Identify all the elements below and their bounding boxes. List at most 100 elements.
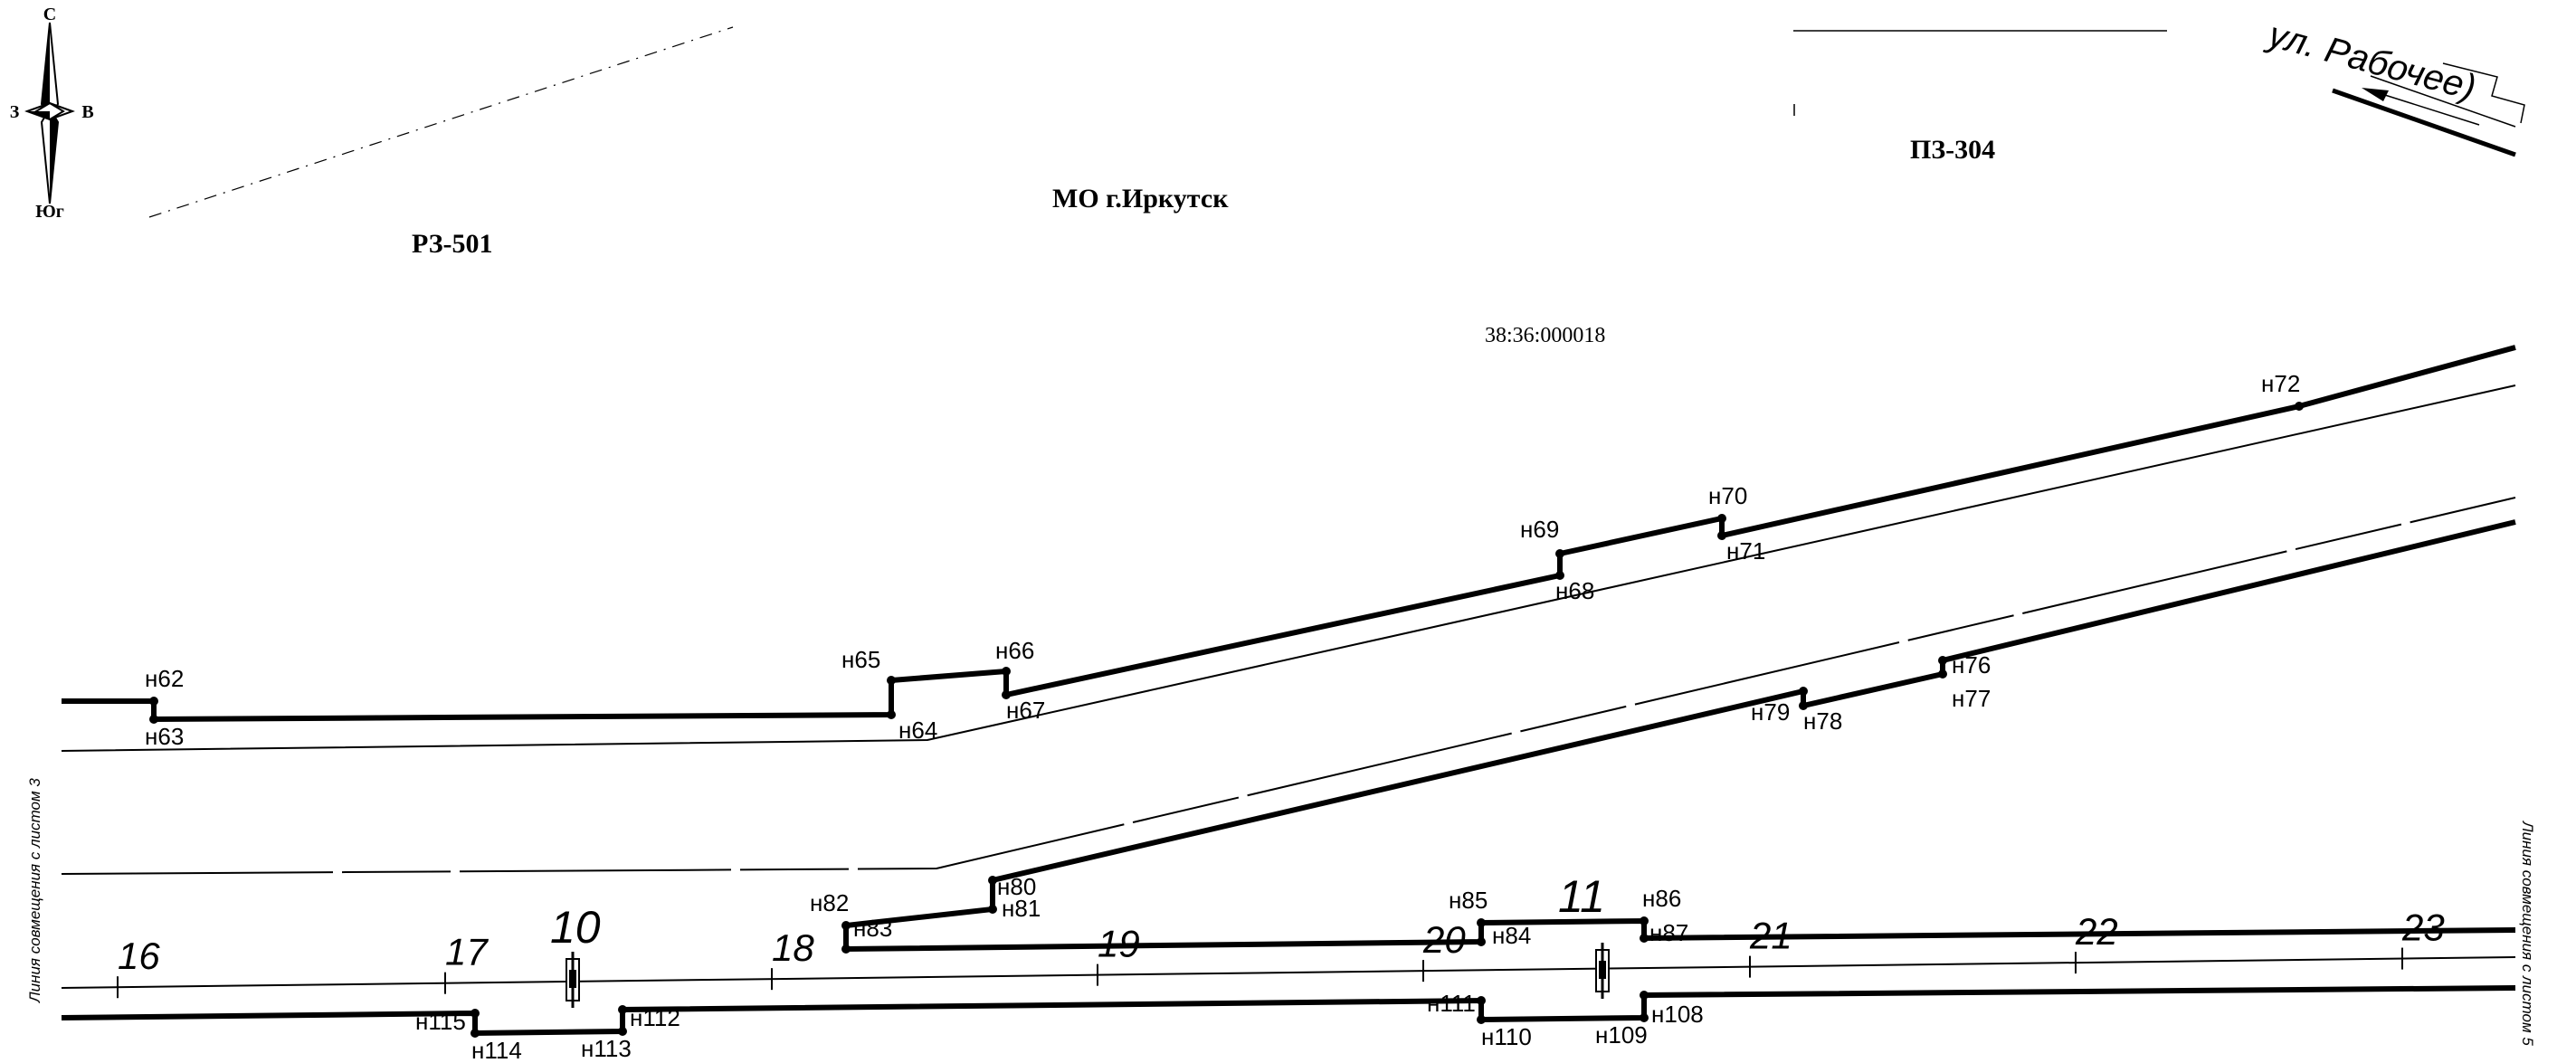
boundary-point-marker [1555,549,1564,558]
boundary-point-label: н76 [1952,651,1991,679]
boundary-point-marker [1477,937,1486,946]
boundary-point-label: н110 [1481,1023,1532,1050]
boundary-point-marker [1477,996,1486,1005]
compass-south-label: Юг [35,202,64,222]
boundary-point-label: н83 [853,915,892,942]
compass-needle-east [34,101,75,121]
boundary-point-label: н109 [1595,1021,1648,1049]
boundary-point-label: н62 [145,665,184,692]
section-marker-10: 10 [550,902,601,1008]
compass-needle-north-fill [42,23,50,118]
picket-label: 21 [1749,915,1792,957]
zone-label-mo: МО г.Иркутск [1052,184,1229,214]
boundary-point-label: н69 [1520,516,1559,543]
boundary-point-marker [471,1009,480,1018]
boundary-point-marker [1002,667,1011,676]
boundary-point-label: н65 [841,646,880,673]
section-marker-core [569,970,576,988]
boundary-point-label: н71 [1726,537,1765,565]
boundary-point-marker [1799,701,1808,710]
section-marker-core [1599,961,1606,979]
boundary-point-marker [1555,571,1564,580]
boundary-point-marker [1640,916,1649,925]
picket-label: 19 [1098,923,1140,965]
boundary-point-label: н72 [2261,370,2300,397]
cadastral-number: 38:36:000018 [1485,324,1605,347]
boundary-point-marker [988,876,997,885]
boundary-point-label: н108 [1651,1001,1704,1028]
boundary-point-label: н63 [145,723,184,750]
boundary-point-marker [841,921,851,930]
boundary-lower [61,985,2516,1037]
picket-label: 18 [772,926,814,969]
boundary-point-marker [1640,934,1649,943]
boundary-point-label: н87 [1649,919,1688,946]
street-arrow-line [2370,90,2480,126]
zone-label-rz: РЗ-501 [412,229,493,259]
boundary-point-label: н115 [415,1008,466,1035]
boundary-point-label: н79 [1751,698,1790,726]
road-edge-upper [61,384,2516,752]
boundary-point-marker [2295,402,2304,411]
compass-needle-west-fill [27,111,50,119]
section-number-10: 10 [550,902,601,953]
boundary-point-label: н67 [1006,697,1045,724]
boundary-point-label: н84 [1492,922,1531,949]
boundary-point-marker [887,710,896,719]
boundary-point-marker [1717,514,1726,523]
boundary-point-label: н78 [1803,707,1842,735]
boundary-point-label: н68 [1555,577,1594,604]
zone-label-pz: ПЗ-304 [1910,135,1995,165]
compass-north-label: С [43,5,56,24]
boundary-point-marker [1799,687,1808,696]
boundary-point-label: н64 [898,717,937,744]
compass-rose: С Юг З В [10,5,94,222]
boundary-point-label: н80 [997,873,1036,900]
boundary-point-marker [1477,918,1486,927]
sheet-join-left-label: Линия совмещения с листом 3 [26,778,43,1003]
boundary-point-label: н113 [581,1035,632,1062]
boundary-point-marker [618,1027,627,1036]
street-edge [2332,88,2516,157]
compass-east-label: В [81,102,93,122]
sheet-join-right-label: Линия совмещения с листом 5 [2519,821,2536,1046]
boundary-point-marker [149,697,158,706]
boundary-point-marker [149,715,158,724]
picket-label: 22 [2075,910,2118,953]
boundary-point-label: н112 [630,1004,680,1031]
boundary-point-marker [1938,656,1947,665]
boundary-point-marker [1640,1013,1649,1022]
boundary-point-label: н86 [1642,885,1681,912]
boundary-points: н62 н63 н64 н65 н66 н67 н68 н69 н70 н71 н72 н76 н77 н… [145,370,2304,1063]
boundary-point-marker [841,944,851,954]
road-edge-lower [61,497,2516,875]
boundary-point-label: н77 [1952,685,1991,712]
zone-boundary-line [148,26,734,218]
boundary-point-marker [988,905,997,914]
boundary-upper [62,345,2516,723]
boundary-point-marker [618,1005,627,1014]
boundary-point-label: н82 [810,889,849,916]
boundary-point-marker [471,1029,480,1038]
boundary-point-label: н111 [1427,990,1476,1017]
section-number-11: 11 [1558,871,1605,922]
boundary-point-marker [1640,991,1649,1000]
axis-line [61,956,2516,989]
boundary-point-label: н85 [1449,887,1488,914]
picket-label: 23 [2401,906,2445,949]
boundary-point-marker [1002,690,1011,699]
boundary-point-label: н70 [1708,482,1747,509]
section-marker-11: 11 [1558,871,1610,999]
picket-label: 17 [445,931,489,973]
compass-west-label: З [10,102,20,122]
boundary-point-marker [1717,531,1726,540]
boundary-point-marker [1477,1015,1486,1024]
boundary-point-label: н66 [995,637,1034,664]
boundary-point-marker [1938,669,1947,679]
boundary-middle [843,519,2516,953]
street-building [2442,62,2525,124]
boundary-point-label: н81 [1002,895,1041,922]
street-label: ул. Рабочее) [2262,14,2480,108]
